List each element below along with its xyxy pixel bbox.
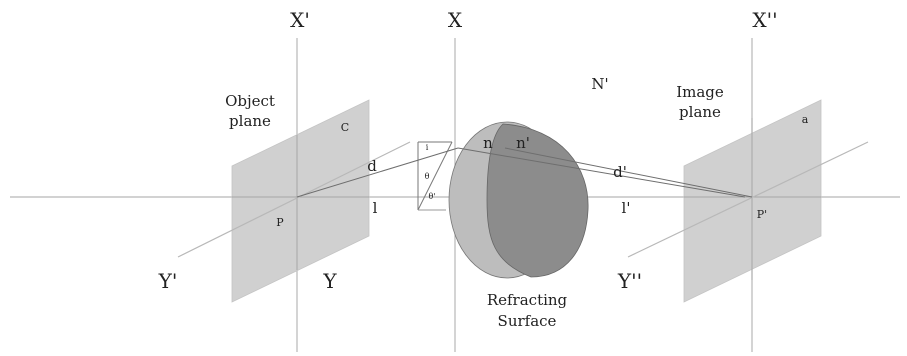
y-prime-label: Y': [158, 269, 178, 293]
n-label: n: [483, 134, 493, 152]
image-plane-label-1: Image: [676, 83, 724, 101]
refracting-surface-dark: [486, 123, 589, 278]
y-double-prime-label: Y'': [617, 269, 642, 293]
incident-ray: [296, 147, 459, 198]
n-prime-label: n': [516, 134, 530, 152]
y-prime-axis: [177, 141, 411, 258]
d-prime-label: d': [613, 163, 627, 181]
d-label: d: [367, 157, 377, 175]
triangle-diagonal: [417, 141, 453, 211]
y-double-prime-axis: [627, 141, 869, 258]
x-label: X: [448, 8, 463, 32]
point-p-prime-label: P': [757, 208, 767, 221]
normal-line: [457, 147, 746, 198]
x-double-prime-label: X'': [752, 8, 777, 32]
refracting-surface-label-1: Refracting: [487, 291, 568, 309]
y-label: Y: [322, 269, 337, 293]
object-mark: C: [341, 121, 349, 134]
refracted-ray: [504, 147, 753, 198]
object-plane-label-2: plane: [229, 112, 271, 130]
x-prime-label: X': [290, 8, 310, 32]
image-plane-label-2: plane: [679, 103, 721, 121]
angle-theta-prime-label: θ': [428, 192, 435, 201]
l-prime-label: l': [622, 199, 631, 217]
image-mark: a: [802, 113, 809, 126]
angle-theta-label: θ: [425, 172, 430, 181]
point-p-label: P: [276, 216, 284, 229]
object-plane: [231, 99, 370, 303]
object-plane-label-1: Object: [225, 92, 275, 110]
normal-label: N': [591, 75, 608, 93]
angle-small-label: i: [426, 143, 429, 152]
l-label: l: [373, 199, 378, 217]
refracting-surface-label-2: Surface: [498, 312, 557, 330]
